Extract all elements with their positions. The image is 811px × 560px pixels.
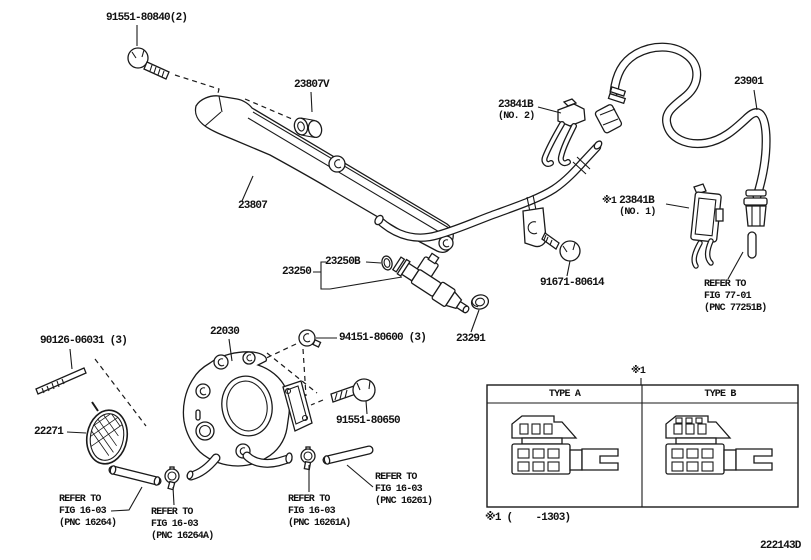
fuel-rail-cap-drawing (293, 117, 323, 139)
fuel-rail-drawing (194, 95, 454, 253)
footnote: ※1 ( -1303) (485, 512, 571, 524)
label-clamp-no1: ※1 23841B (NO. 1) (602, 195, 656, 219)
refer-note-pnc-16264: REFER TO FIG 16-03 (PNC 16264) (59, 494, 117, 529)
label-throttle-body: 22030 (210, 326, 240, 338)
label-clamp-no2: 23841B (NO. 2) (498, 99, 535, 123)
refer-note-fig-77-01: REFER TO FIG 77-01 (PNC 77251B) (704, 279, 767, 314)
label-pipe-bolt: 91671-80614 (540, 277, 605, 289)
label-stud: 90126-06031 (3) (40, 335, 128, 347)
pipe-bolt-drawing (541, 232, 581, 262)
label-fuel-rail: 23807 (238, 200, 268, 212)
injector-grommet-drawing (470, 294, 490, 310)
pipe-clamp-no2-drawing (541, 98, 586, 167)
stud-drawing (35, 367, 87, 395)
label-tb-bolt: 91551-80650 (336, 415, 401, 427)
throttle-body-bolt-drawing (330, 378, 376, 403)
label-rail-cap: 23807V (294, 79, 330, 91)
label-injector: 23250 (282, 266, 312, 278)
hose-16264-drawing (108, 465, 162, 486)
injector-oring-drawing (381, 255, 393, 271)
label-stud-nut: 94151-80600 (3) (339, 332, 427, 344)
clamp-16264a-drawing (164, 466, 180, 491)
refer-note-pnc-16261a: REFER TO FIG 16-03 (PNC 16261A) (288, 494, 351, 529)
throttle-body-drawing (182, 351, 313, 481)
variant-table-marker: ※1 (631, 366, 646, 377)
fuel-pipe-drawing (374, 140, 603, 248)
stud-nut-drawing (298, 329, 322, 348)
label-grommet: 23291 (456, 333, 486, 345)
fuel-hose-drawing (594, 42, 771, 227)
label-screen: 22271 (34, 426, 64, 438)
leader-lines (66, 25, 758, 512)
drawing-number: 222143D (760, 540, 801, 552)
label-fuel-hose: 23901 (734, 76, 764, 88)
refer-note-pnc-16264a: REFER TO FIG 16-03 (PNC 16264A) (151, 507, 214, 542)
variant-table-header-type-b: TYPE B (704, 389, 736, 400)
injector-drawing (391, 252, 470, 314)
variant-table-drawing (486, 378, 799, 508)
label-oring: 23250B (325, 256, 361, 268)
variant-table-header-type-a: TYPE A (548, 389, 581, 400)
hose-16261-drawing (322, 445, 374, 465)
return-pipe-drawing (747, 231, 757, 259)
label-clamp-no2-note: (NO. 2) (498, 111, 535, 123)
label-rail-bolt: 91551-80840(2) (106, 12, 188, 24)
rail-bolt-drawing (127, 47, 170, 80)
label-clamp-no1-note: (NO. 1) (619, 207, 656, 219)
refer-note-pnc-16261: REFER TO FIG 16-03 (PNC 16261) (375, 472, 433, 507)
pipe-clamp-no1-drawing (690, 183, 724, 269)
clamp-16261a-drawing (300, 446, 316, 471)
screen-drawing (85, 401, 129, 465)
label-clamp-no1-number: 23841B (619, 195, 655, 207)
label-clamp-no1-marker: ※1 (602, 196, 617, 207)
label-clamp-no2-number: 23841B (498, 99, 534, 111)
